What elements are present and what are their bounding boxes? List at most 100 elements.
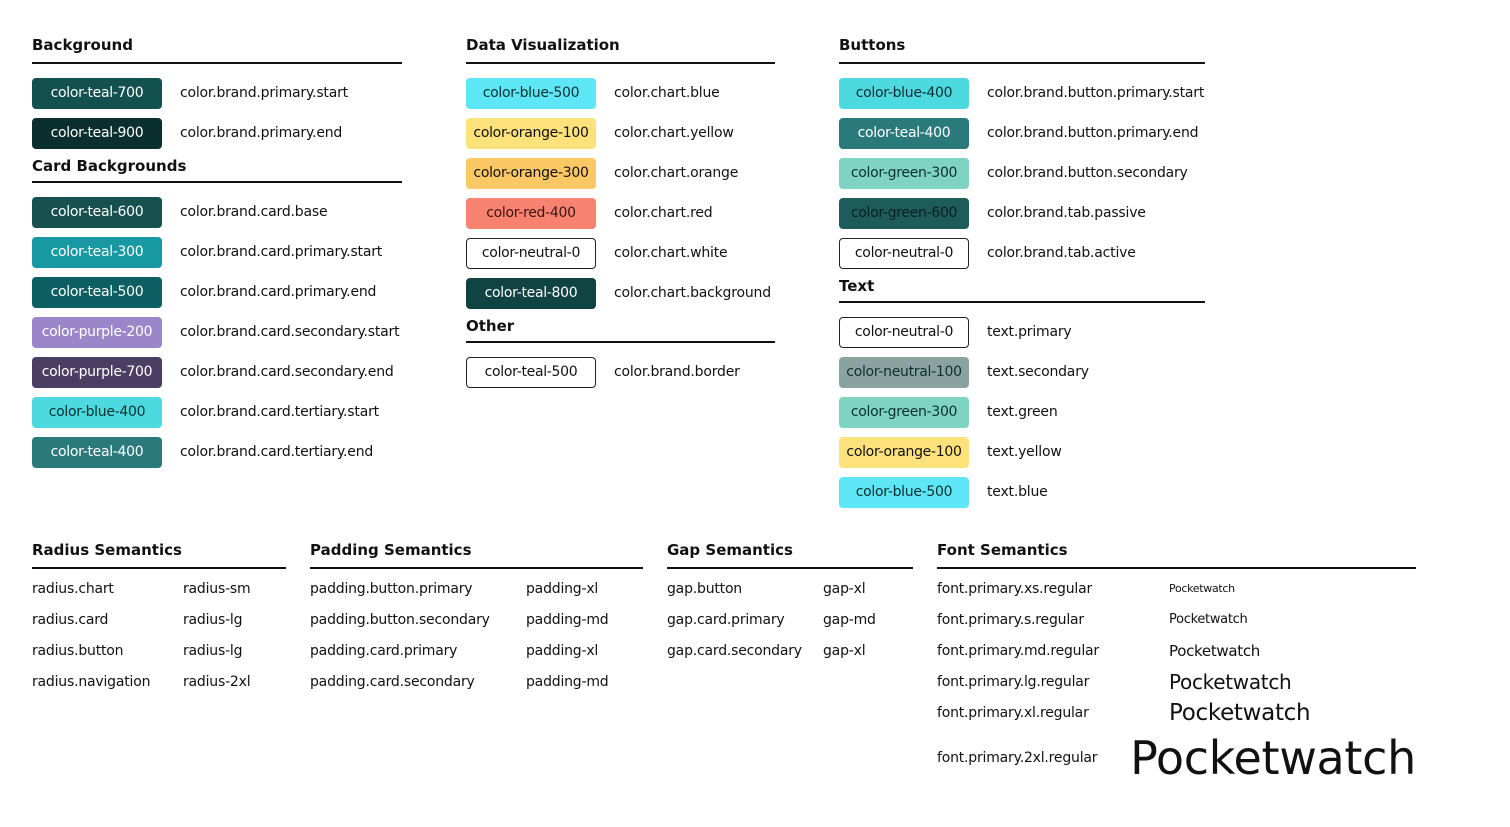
data-visualization-title: Data Visualization [466, 36, 620, 54]
semantic-value: gap-xl [823, 580, 866, 597]
color-chip: color-orange-300 [466, 157, 596, 189]
token-name: color.brand.card.secondary.start [180, 324, 400, 340]
swatch-row: color-blue-400 color.brand.button.primary… [839, 73, 1205, 113]
semantic-row: gap.button gap-xl [667, 573, 913, 604]
color-chip: color-neutral-0 [466, 237, 596, 269]
semantic-row: padding.button.primary padding-xl [310, 573, 643, 604]
token-name: text.blue [987, 484, 1048, 500]
semantic-value: gap-xl [823, 642, 866, 659]
semantic-value: padding-xl [526, 642, 599, 659]
semantic-key: radius.navigation [32, 673, 151, 690]
divider [466, 341, 775, 343]
token-name: color.brand.tab.passive [987, 205, 1146, 221]
token-name: color.brand.tab.active [987, 245, 1136, 261]
divider [32, 181, 402, 183]
radius-title: Radius Semantics [32, 541, 182, 559]
color-chip: color-orange-100 [466, 117, 596, 149]
color-chip: color-teal-900 [32, 117, 162, 149]
semantic-key: radius.button [32, 642, 124, 659]
font-row: font.primary.s.regular Pocketwatch [937, 604, 1416, 635]
token-name: color.chart.red [614, 205, 713, 221]
buttons-section: Buttons color-blue-400 color.brand.button… [839, 34, 1205, 512]
token-name: color.brand.card.tertiary.start [180, 404, 379, 420]
swatch-row: color-blue-500 text.blue [839, 472, 1205, 512]
color-chip: color-teal-400 [839, 117, 969, 149]
swatch-row: color-orange-300 color.chart.orange [466, 153, 775, 193]
semantic-value: padding-md [526, 673, 609, 690]
swatch-row: color-green-300 color.brand.button.second… [839, 153, 1205, 193]
token-name: color.brand.button.primary.end [987, 125, 1199, 141]
color-chip: color-blue-400 [839, 77, 969, 109]
token-name: color.brand.card.primary.start [180, 244, 383, 260]
color-chip: color-neutral-0 [839, 316, 969, 348]
color-chip: color-blue-500 [839, 476, 969, 508]
semantic-value: radius-lg [183, 611, 243, 628]
semantic-row: radius.button radius-lg [32, 635, 286, 666]
color-chip: color-red-400 [466, 197, 596, 229]
swatch-row: color-teal-900 color.brand.primary.end [32, 113, 402, 153]
semantic-row: padding.card.primary padding-xl [310, 635, 643, 666]
token-name: color.brand.card.secondary.end [180, 364, 394, 380]
token-name: color.brand.border [614, 364, 740, 380]
semantic-value: radius-lg [183, 642, 243, 659]
semantic-key: radius.card [32, 611, 109, 628]
token-name: color.brand.button.primary.start [987, 85, 1205, 101]
color-chip: color-teal-400 [32, 436, 162, 468]
buttons-list: color-blue-400 color.brand.button.primary… [839, 73, 1205, 273]
padding-title: Padding Semantics [310, 541, 472, 559]
font-token: font.primary.md.regular [937, 642, 1099, 659]
token-name: color.chart.orange [614, 165, 739, 181]
color-chip: color-green-600 [839, 197, 969, 229]
semantic-key: padding.card.primary [310, 642, 458, 659]
swatch-row: color-red-400 color.chart.red [466, 193, 775, 233]
buttons-title: Buttons [839, 36, 906, 54]
semantic-row: radius.card radius-lg [32, 604, 286, 635]
semantic-key: gap.card.primary [667, 611, 785, 628]
divider [32, 567, 286, 569]
font-sample: Pocketwatch [1169, 612, 1248, 627]
token-name: color.brand.primary.start [180, 85, 348, 101]
color-chip: color-orange-100 [839, 436, 969, 468]
color-chip: color-neutral-0 [839, 237, 969, 269]
other-title: Other [466, 317, 515, 335]
background-title: Background [32, 36, 133, 54]
color-chip: color-neutral-100 [839, 356, 969, 388]
font-sample: Pocketwatch [1169, 669, 1292, 694]
semantic-value: padding-xl [526, 580, 599, 597]
semantic-key: gap.button [667, 580, 742, 597]
token-name: color.brand.card.primary.end [180, 284, 377, 300]
color-chip: color-green-300 [839, 157, 969, 189]
font-token: font.primary.s.regular [937, 611, 1084, 628]
token-name: color.brand.primary.end [180, 125, 343, 141]
font-sample: Pocketwatch [1169, 700, 1311, 726]
token-name: color.brand.button.secondary [987, 165, 1188, 181]
semantic-key: gap.card.secondary [667, 642, 802, 659]
color-chip: color-teal-300 [32, 236, 162, 268]
divider [937, 567, 1416, 569]
semantic-key: padding.button.primary [310, 580, 473, 597]
font-sample: Pocketwatch [1130, 731, 1416, 785]
